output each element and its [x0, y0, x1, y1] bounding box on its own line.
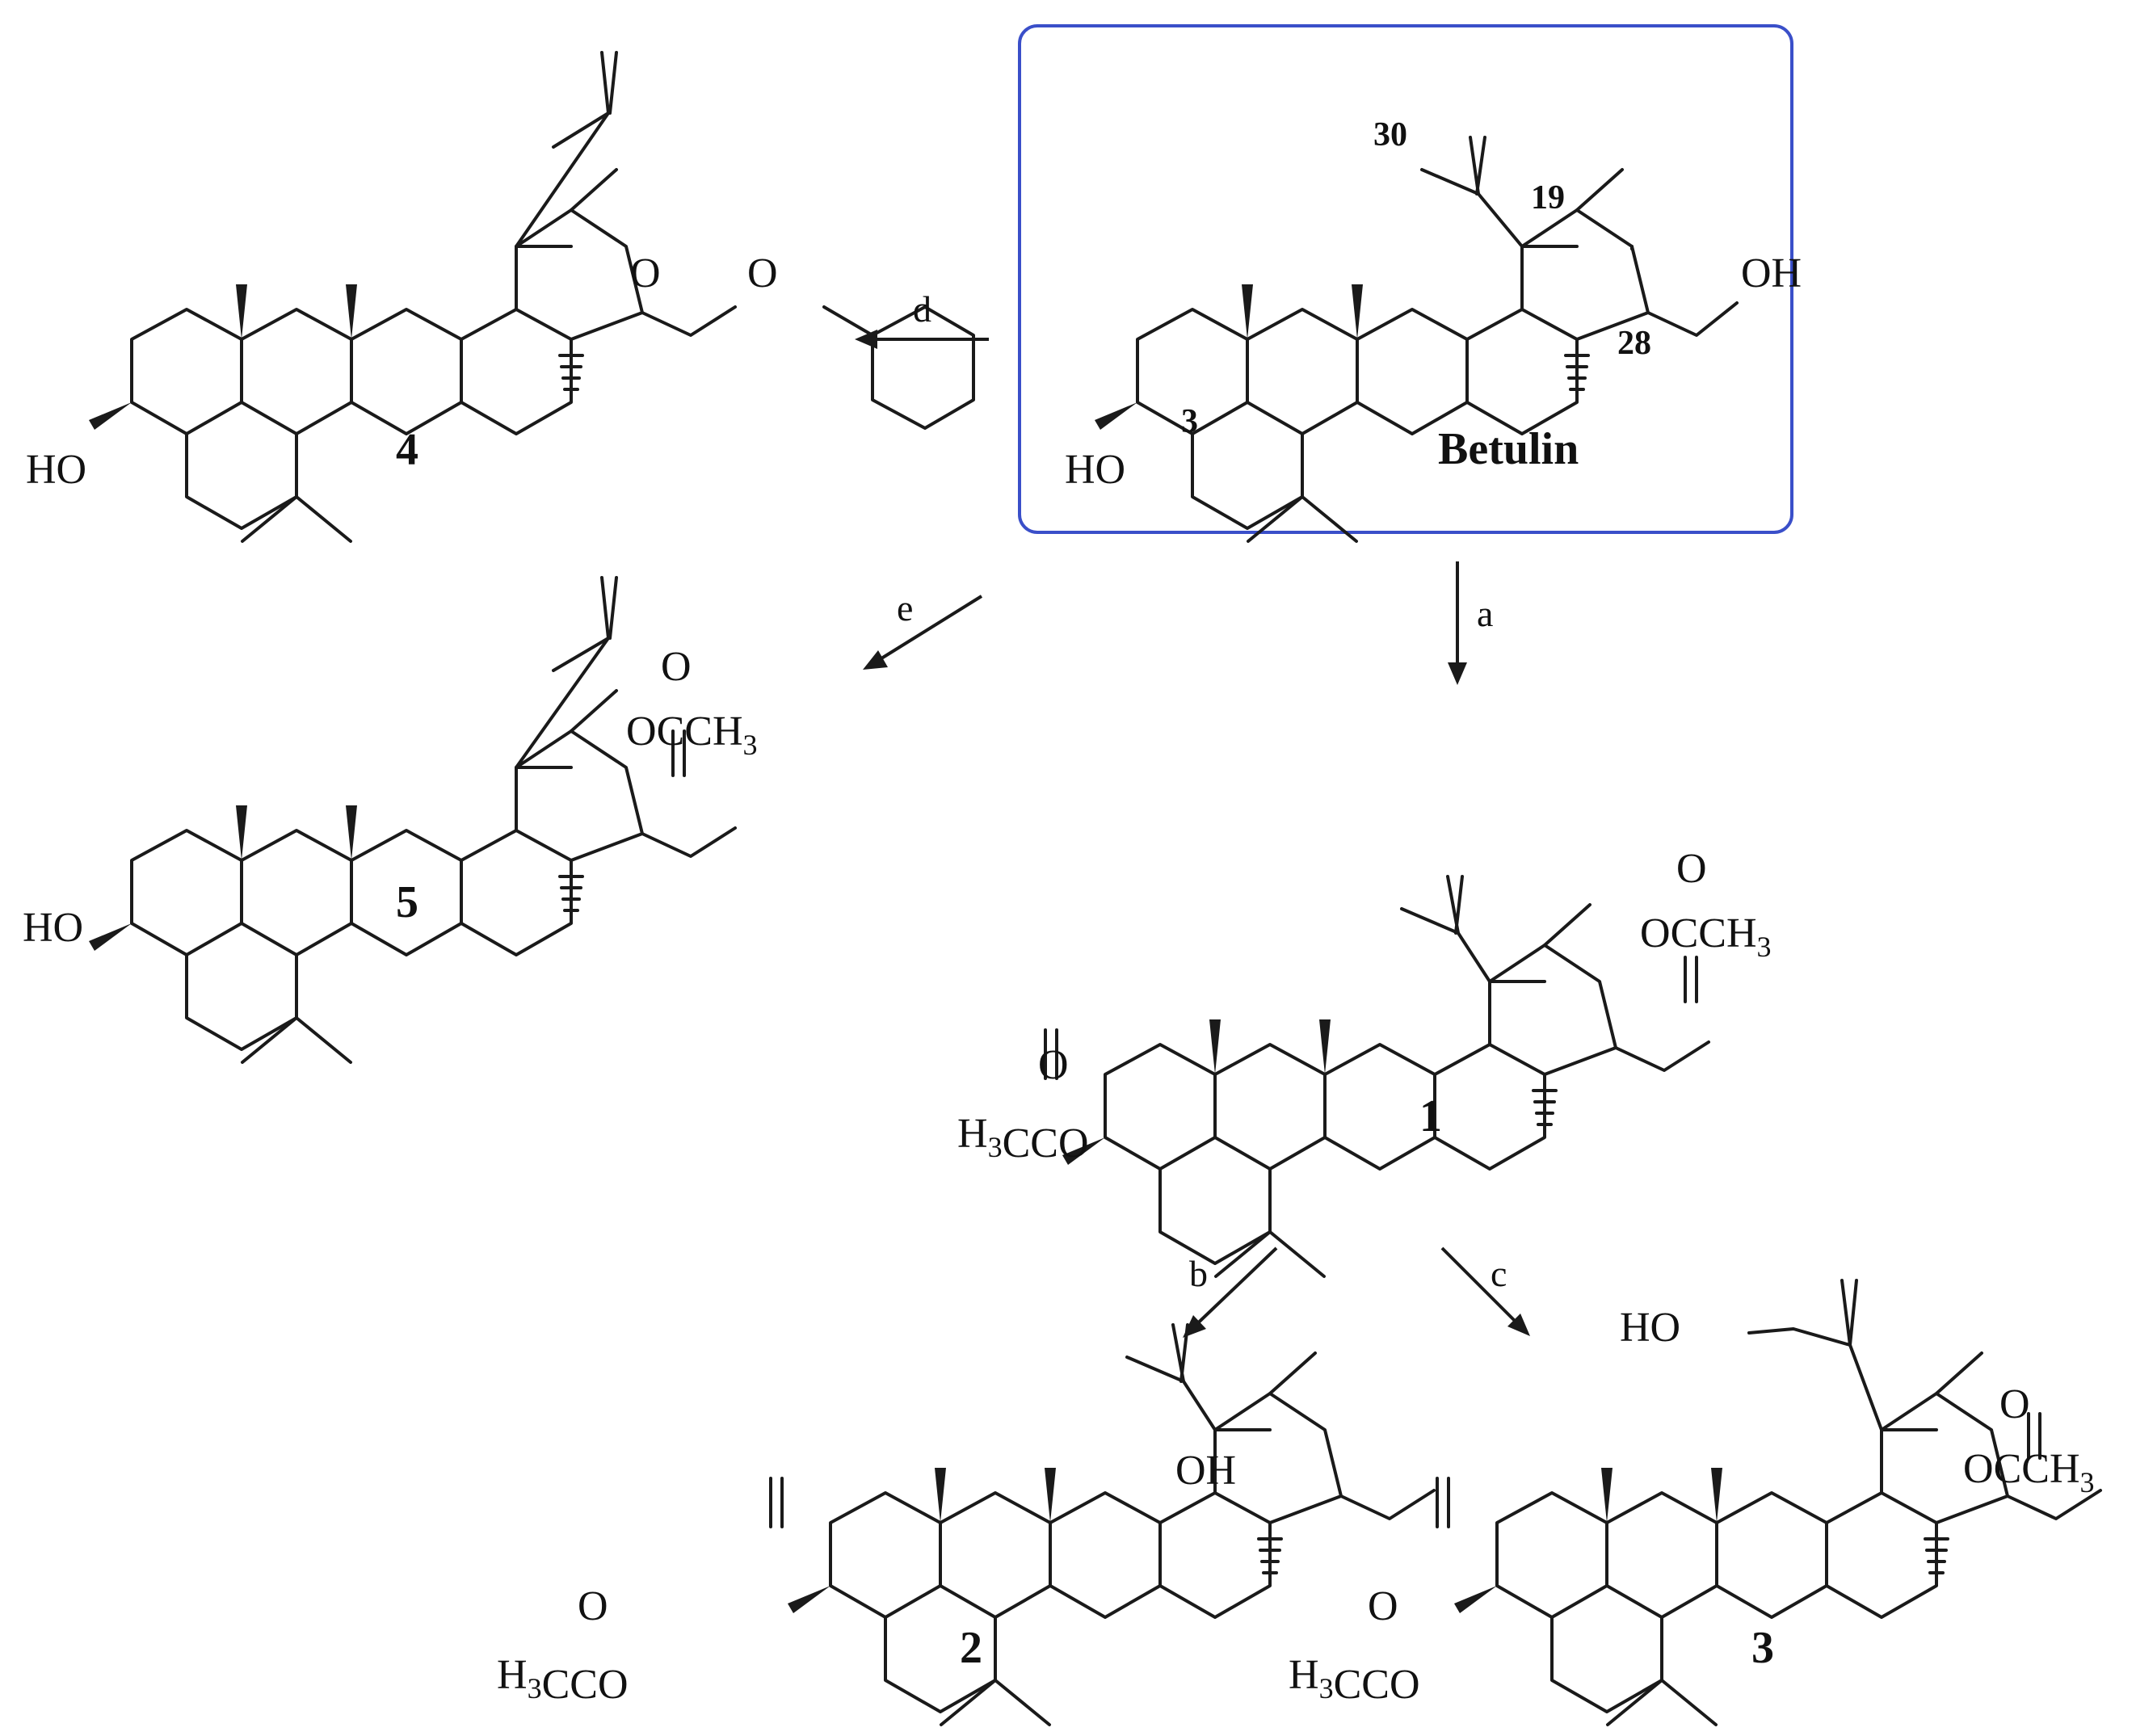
betulin-ho: HO: [1065, 447, 1125, 493]
reaction-label-b: b: [1189, 1253, 1208, 1294]
compound-3-acetyl: H3CCO: [1289, 1652, 1420, 1708]
compound-1-carbonyl-o-right: O: [1676, 846, 1707, 892]
compound-3-ester: OCCH3: [1963, 1446, 2095, 1499]
compound-1-structure: [1044, 875, 1710, 1278]
compound-4-ether-o: O: [630, 250, 661, 296]
reaction-label-e: e: [897, 587, 913, 628]
reaction-label-a: a: [1477, 593, 1493, 634]
compound-2-label: 2: [960, 1623, 982, 1673]
arrow-d-head: [855, 330, 877, 349]
compound-2-acetyl: H3CCO: [497, 1652, 629, 1708]
compound-1-acetyl: H3CCO: [957, 1111, 1089, 1166]
betulin-position-19: 19: [1531, 179, 1565, 216]
betulin-oh: OH: [1741, 250, 1802, 296]
arrow-a-head: [1448, 662, 1467, 685]
compound-4-ring-o: O: [747, 250, 778, 296]
compound-3-ho: HO: [1620, 1305, 1680, 1351]
arrow-c-head: [1507, 1314, 1530, 1336]
compound-2-oh: OH: [1175, 1448, 1236, 1494]
compound-1-carbonyl-o-left: O: [1038, 1042, 1069, 1088]
compound-4-ho: HO: [26, 447, 86, 493]
compound-4-structure: [89, 51, 975, 543]
compound-4-label: 4: [396, 425, 418, 475]
arrow-e: [867, 595, 983, 668]
arrow-e-head: [863, 650, 888, 670]
compound-3-label: 3: [1751, 1623, 1774, 1673]
arrow-c: [1440, 1246, 1527, 1333]
arrow-b-head: [1183, 1315, 1206, 1338]
compound-1-ester: OCCH3: [1640, 910, 1772, 963]
compound-5-carbonyl-o: O: [661, 644, 692, 690]
compound-3-carbonyl-o-left: O: [1368, 1583, 1398, 1629]
betulin-name: Betulin: [1438, 424, 1579, 474]
compound-5-ester: OCCH3: [626, 708, 758, 761]
reaction-label-d: d: [913, 288, 931, 330]
compound-2-carbonyl-o: O: [578, 1583, 608, 1629]
compound-3-carbonyl-o-right: O: [1999, 1381, 2030, 1427]
betulin-structure: [1095, 136, 1739, 543]
compound-5-structure: [89, 576, 737, 1064]
compound-1-label: 1: [1419, 1091, 1442, 1141]
arrow-b: [1186, 1246, 1278, 1335]
betulin-position-28: 28: [1617, 325, 1651, 362]
compound-5-ho: HO: [23, 905, 83, 951]
betulin-position-30: 30: [1373, 116, 1407, 153]
reaction-label-c: c: [1491, 1253, 1507, 1294]
compound-3-structure: [1436, 1279, 2102, 1726]
betulin-highlight-box: [1018, 24, 1793, 534]
compound-5-label: 5: [396, 877, 418, 927]
betulin-position-3: 3: [1181, 403, 1198, 440]
